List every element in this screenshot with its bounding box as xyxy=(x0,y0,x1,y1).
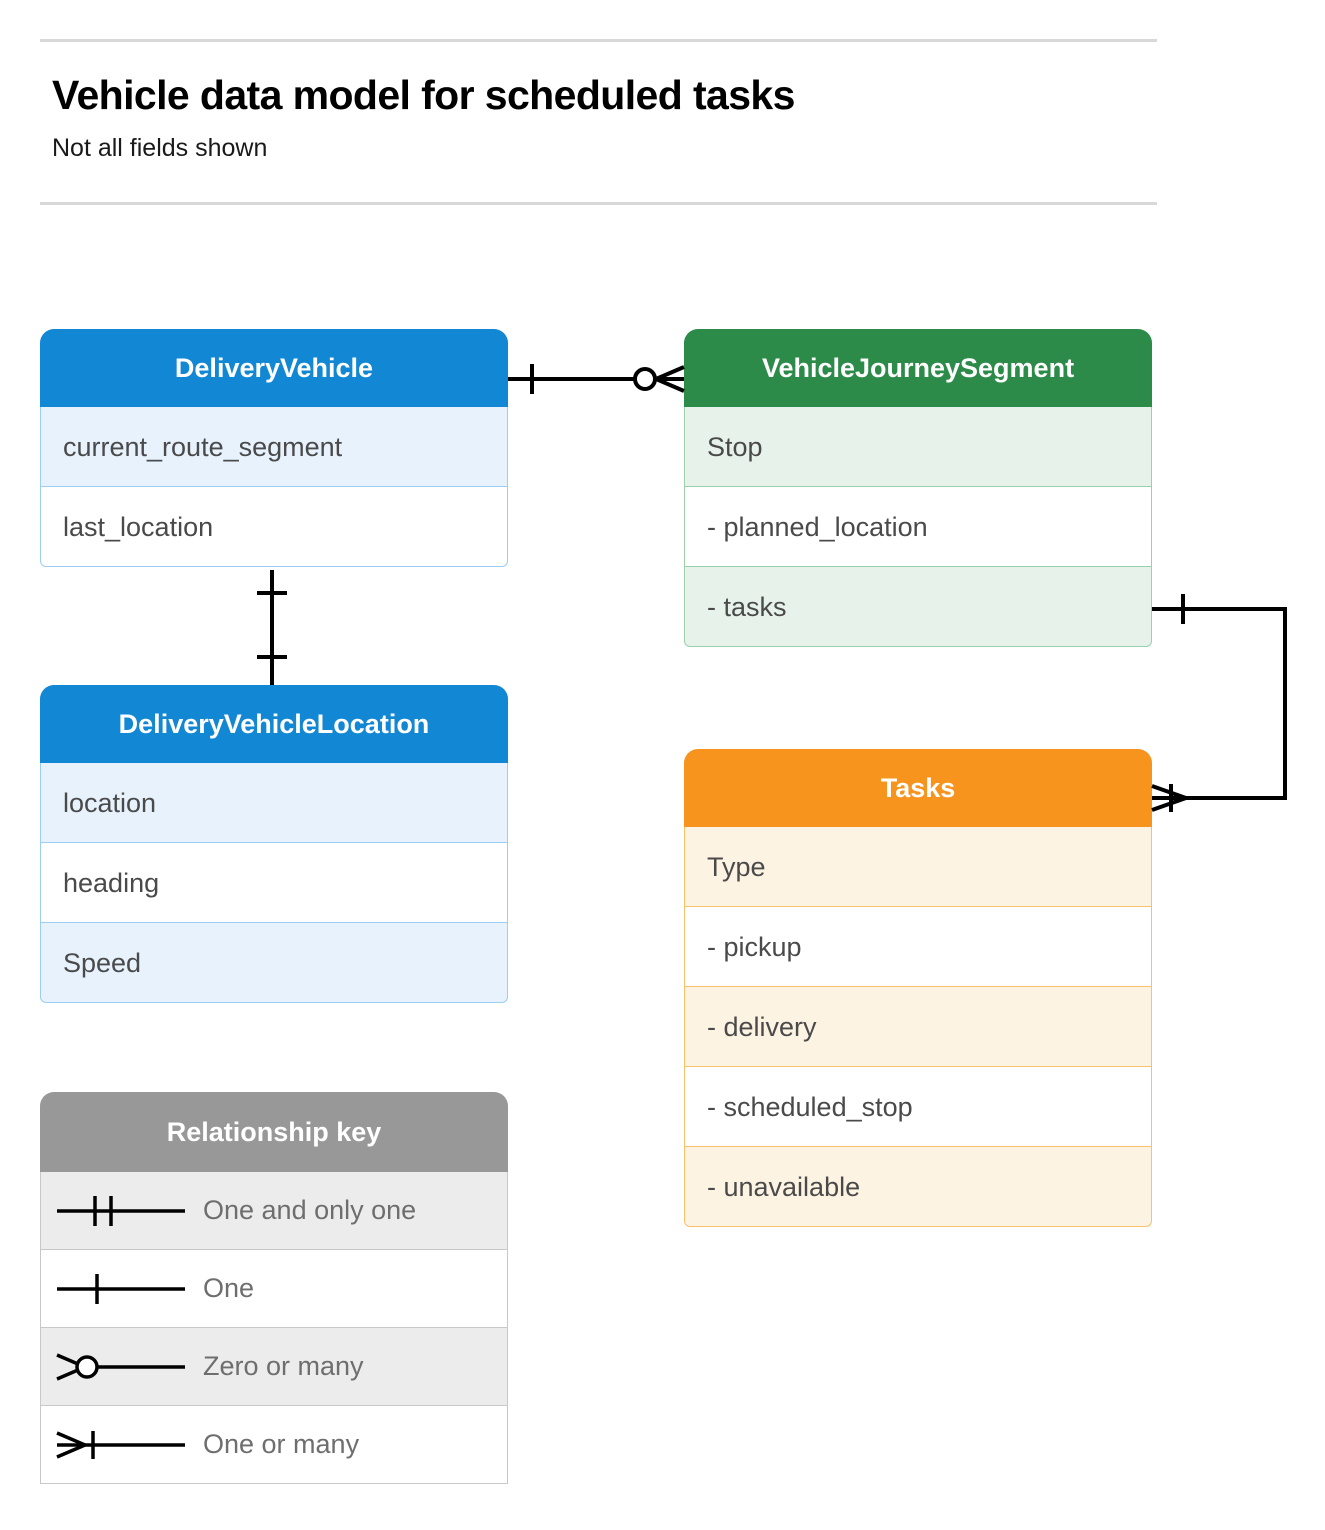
entity-delivery-vehicle-location[interactable]: DeliveryVehicleLocation location heading… xyxy=(40,685,508,1003)
page-title: Vehicle data model for scheduled tasks xyxy=(52,72,795,118)
entity-field[interactable]: current_route_segment xyxy=(40,407,508,487)
legend-label: One and only one xyxy=(203,1195,417,1225)
entity-tasks[interactable]: Tasks Type - pickup - delivery - schedul… xyxy=(684,749,1152,1227)
header-divider xyxy=(40,202,1157,205)
entity-field[interactable]: Type xyxy=(684,827,1152,907)
legend-row-zero-or-many: Zero or many xyxy=(40,1328,508,1406)
entity-field[interactable]: Speed xyxy=(40,923,508,1003)
entity-field[interactable]: heading xyxy=(40,843,508,923)
legend-label: Zero or many xyxy=(203,1351,364,1381)
legend-row-one: One xyxy=(40,1250,508,1328)
entity-title-delivery-vehicle: DeliveryVehicle xyxy=(40,329,508,407)
one-icon xyxy=(41,1269,203,1309)
entity-field[interactable]: - pickup xyxy=(684,907,1152,987)
entity-field[interactable]: last_location xyxy=(40,487,508,567)
relationship-segment-to-tasks xyxy=(1151,594,1287,812)
legend-row-one-and-only-one: One and only one xyxy=(40,1172,508,1250)
entity-field[interactable]: - delivery xyxy=(684,987,1152,1067)
entity-field[interactable]: - tasks xyxy=(684,567,1152,647)
entity-title-vehicle-journey-segment: VehicleJourneySegment xyxy=(684,329,1152,407)
entity-delivery-vehicle[interactable]: DeliveryVehicle current_route_segment la… xyxy=(40,329,508,567)
legend-row-one-or-many: One or many xyxy=(40,1406,508,1484)
relationship-vehicle-to-location xyxy=(257,570,287,685)
legend-label: One or many xyxy=(203,1429,360,1459)
entity-field[interactable]: location xyxy=(40,763,508,843)
entity-title-delivery-vehicle-location: DeliveryVehicleLocation xyxy=(40,685,508,763)
legend-label: One xyxy=(203,1273,255,1303)
one-or-many-icon xyxy=(41,1425,203,1465)
relationship-key-legend: Relationship key One and only one One xyxy=(40,1092,508,1484)
zero-or-many-icon xyxy=(41,1347,203,1387)
entity-field[interactable]: - scheduled_stop xyxy=(684,1067,1152,1147)
page-subtitle: Not all fields shown xyxy=(52,134,268,162)
one-and-only-one-icon xyxy=(41,1191,203,1231)
top-divider xyxy=(40,39,1157,42)
entity-field[interactable]: - unavailable xyxy=(684,1147,1152,1227)
entity-field[interactable]: Stop xyxy=(684,407,1152,487)
entity-title-tasks: Tasks xyxy=(684,749,1152,827)
entity-field[interactable]: - planned_location xyxy=(684,487,1152,567)
entity-vehicle-journey-segment[interactable]: VehicleJourneySegment Stop - planned_loc… xyxy=(684,329,1152,647)
legend-title: Relationship key xyxy=(40,1092,508,1172)
relationship-vehicle-to-segment xyxy=(508,364,685,394)
